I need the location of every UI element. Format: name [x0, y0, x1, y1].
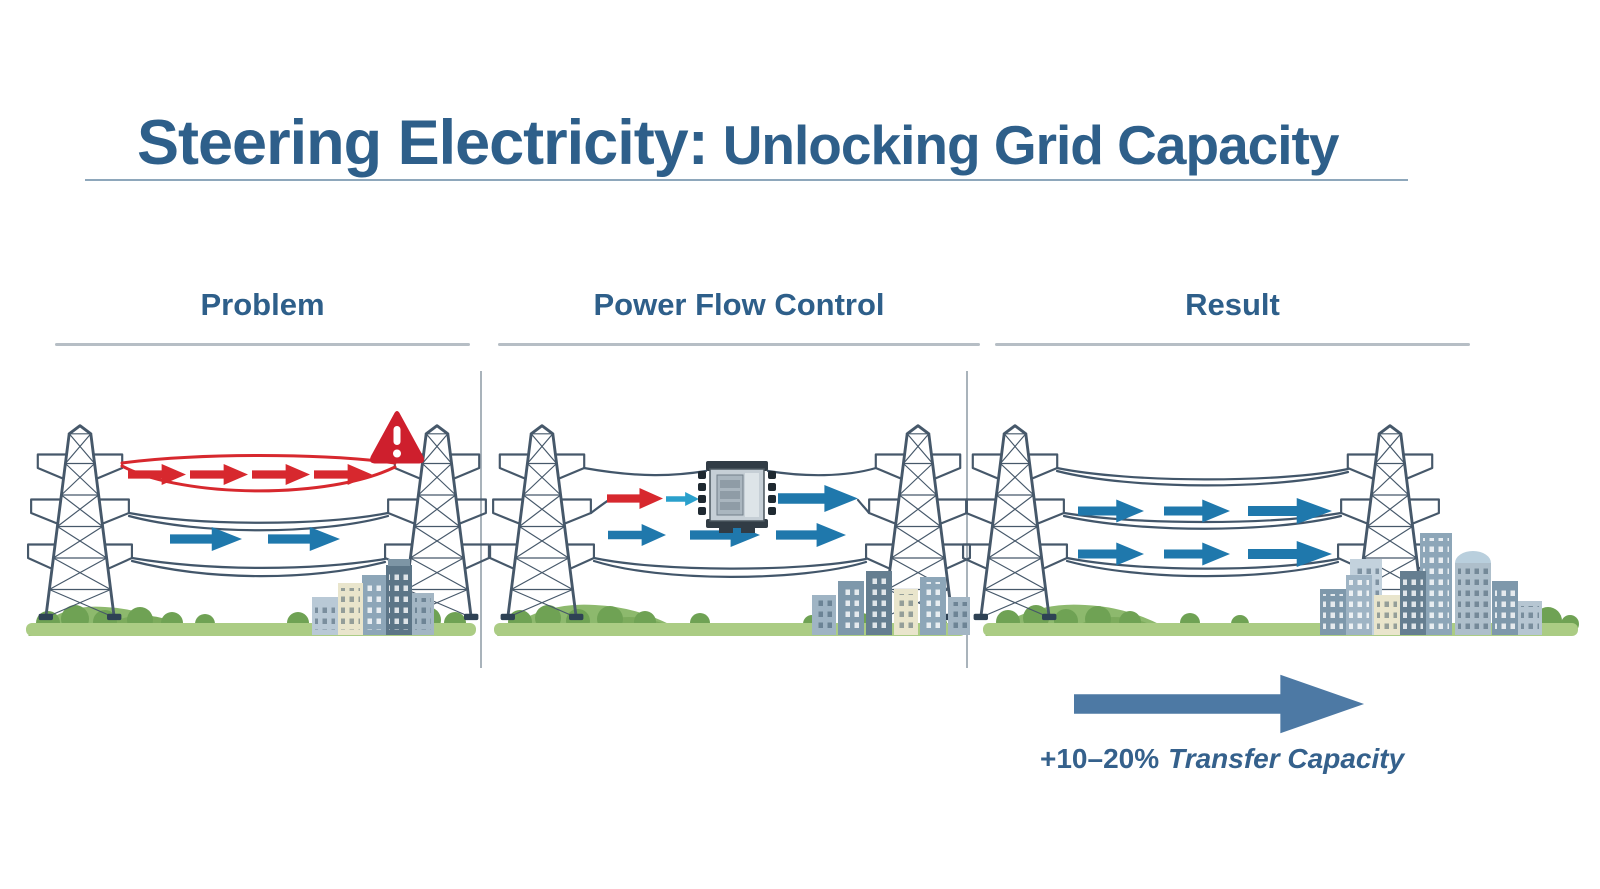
panel-result-illustration — [961, 424, 1579, 636]
overload-warning-icon — [369, 411, 425, 464]
device-pins — [698, 471, 776, 515]
overload-flow-arrows — [128, 464, 372, 485]
panel-header-result: Result — [995, 287, 1470, 346]
title-divider — [85, 179, 1408, 181]
capacity-label: Transfer Capacity — [1168, 743, 1405, 774]
transmission-tower-icon — [961, 424, 1069, 622]
illustration — [26, 371, 1579, 668]
city-skyline — [812, 571, 970, 635]
flow-arrow-icon — [190, 464, 248, 485]
capacity-value: +10–20% — [1040, 743, 1160, 774]
flow-arrow-icon — [607, 488, 663, 509]
flow-arrow-icon — [1164, 542, 1230, 566]
panel-header-power-flow-control: Power Flow Control — [498, 287, 980, 346]
conductor-lines — [127, 511, 390, 578]
flow-arrow-icon — [776, 523, 846, 547]
flow-arrow-icon — [1164, 499, 1230, 523]
flow-arrow-icon — [128, 464, 186, 485]
flow-arrow-icon — [252, 464, 310, 485]
panel-header-underline — [55, 343, 470, 346]
balanced-flow-arrows-top — [1078, 498, 1332, 524]
transmission-tower-icon — [26, 424, 134, 622]
power-flow-controller-icon — [698, 461, 776, 533]
panel-header-underline — [498, 343, 980, 346]
panel-power-flow-control-illustration — [488, 424, 972, 636]
title-primary: Steering Electricity: — [137, 108, 709, 179]
capacity-annotation-text: +10–20% Transfer Capacity — [1040, 743, 1404, 775]
panel-header-result-label: Result — [1185, 287, 1280, 322]
title-secondary: Unlocking Grid Capacity — [722, 114, 1340, 177]
transfer-capacity-arrow-icon — [1074, 674, 1365, 734]
flow-arrow-icon — [778, 485, 858, 512]
city-skyline — [312, 559, 434, 635]
balanced-flow-arrows-bottom — [1078, 541, 1332, 567]
page-title: Steering Electricity:Unlocking Grid Capa… — [137, 107, 1340, 179]
conductor-lines — [582, 466, 878, 578]
panel-header-power-flow-control-label: Power Flow Control — [593, 287, 885, 322]
panel-header-problem-label: Problem — [200, 287, 325, 322]
transmission-tower-icon — [488, 424, 596, 622]
panel-problem-illustration — [26, 411, 491, 636]
panel-header-problem: Problem — [55, 287, 470, 346]
flow-arrow-icon — [666, 492, 699, 506]
flow-arrow-icon — [608, 524, 666, 546]
city-skyline — [1320, 533, 1542, 635]
panel-header-underline — [995, 343, 1470, 346]
capacity-annotation: +10–20% Transfer Capacity — [1040, 668, 1404, 775]
